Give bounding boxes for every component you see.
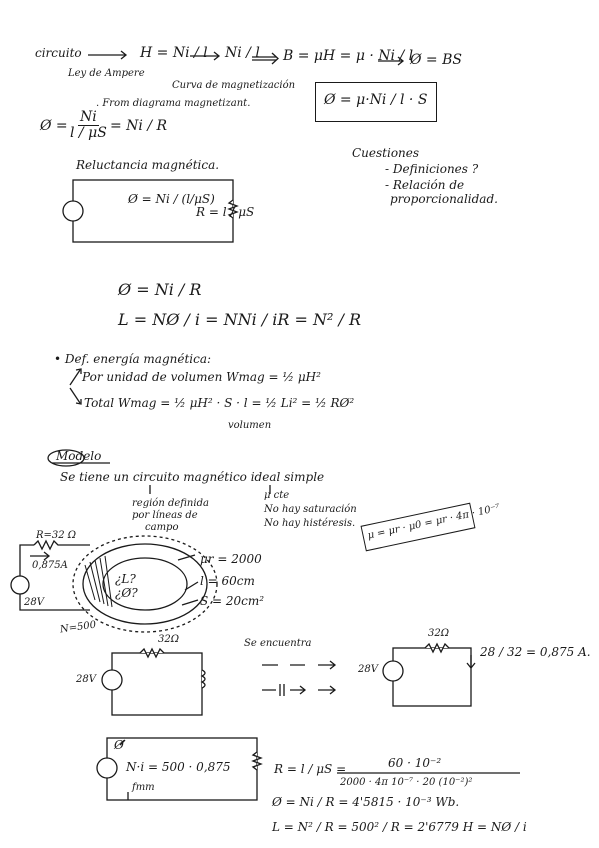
L-eq: L = NØ / i = NNi / iR = N² / R xyxy=(118,310,362,329)
eq-phi: Ø = BS xyxy=(410,52,462,68)
mu-const: μ cte xyxy=(264,490,290,501)
boxed-formula-text: Ø = μ·Ni / l · S xyxy=(324,92,428,108)
equiv-V-right: 28V xyxy=(358,664,378,675)
ley-ampere: Ley de Ampere xyxy=(68,68,145,79)
calc-phi-result: Ø = Ni / R = 4'5815 · 10⁻³ Wb. xyxy=(272,795,460,809)
question-2: - Relación de xyxy=(385,178,465,192)
toroid-mu-r: μr = 2000 xyxy=(200,552,262,566)
no-hysteresis: No hay histéresis. xyxy=(264,518,356,529)
phi-lhs: Ø = xyxy=(40,118,68,134)
reluctancia-label: Reluctancia magnética. xyxy=(76,158,220,172)
curva-label: Curva de magnetización xyxy=(172,80,296,91)
region-3: campo xyxy=(145,522,179,533)
toroid-V: 28V xyxy=(24,597,44,608)
energy-per-volume: Por unidad de volumen Wmag = ½ μH² xyxy=(82,370,321,384)
phi-rhs: = Ni / R xyxy=(110,118,168,134)
toroid-I: 0,875A xyxy=(32,560,68,571)
question-3: proporcionalidad. xyxy=(390,192,498,206)
no-saturation: No hay saturación xyxy=(264,504,357,515)
calc-L-result: L = N² / R = 500² / R = 2'6779 H = NØ / … xyxy=(272,820,527,834)
calc-fmm: fmm xyxy=(132,782,155,793)
circuito-label: circuito xyxy=(35,46,82,60)
calc-R-den: 2000 · 4π 10⁻⁷ · 20 (10⁻²)² xyxy=(340,777,473,788)
question-1: - Definiciones ? xyxy=(385,162,479,176)
phi-fraction: Ni l / μS xyxy=(70,110,107,140)
calc-R-num: 60 · 10⁻² xyxy=(388,756,442,770)
circuit-R: R = l / μS xyxy=(196,205,255,219)
encuentra-label: Se encuentra xyxy=(244,638,312,649)
equiv-R-left: 32Ω xyxy=(158,634,180,645)
calc-Ni: N·i = 500 · 0,875 xyxy=(126,760,231,774)
volumen-label: volumen xyxy=(228,420,272,431)
toroid-R: R=32 Ω xyxy=(36,530,77,541)
modelo-label: Modelo xyxy=(56,449,102,463)
toroid-q-L: ¿L? xyxy=(115,572,136,586)
region-2: por líneas de xyxy=(132,510,198,521)
phi-eq: Ø = Ni / R xyxy=(118,280,202,299)
equiv-R-right: 32Ω xyxy=(428,628,450,639)
eq-B: B = μH = μ · Ni / l xyxy=(283,48,414,64)
toroid-length: l = 60cm xyxy=(200,574,255,588)
toroid-q-phi: ¿Ø? xyxy=(115,586,138,600)
toroid-area: S = 20cm² xyxy=(200,594,265,608)
equiv-current: 28 / 32 = 0,875 A. xyxy=(480,645,591,659)
energy-total: Total Wmag = ½ μH² · S · l = ½ Li² = ½ R… xyxy=(84,396,355,410)
questions-title: Cuestiones xyxy=(352,146,420,160)
eq-H: H = Ni / l xyxy=(140,45,208,61)
phi-den: l / μS xyxy=(70,124,107,141)
calc-phi-symbol: Ø xyxy=(114,738,124,752)
equiv-V-left: 28V xyxy=(76,674,96,685)
energy-title: • Def. energía magnética: xyxy=(54,352,212,366)
boxed-formula: Ø = μ·Ni / l · S xyxy=(315,82,437,122)
circuit-phi: Ø = Ni / (l/μS) xyxy=(128,192,215,206)
from-diagram: . From diagrama magnetizant. xyxy=(96,98,251,109)
region-1: región definida xyxy=(132,498,209,509)
calc-R-eq: R = l / μS = xyxy=(274,762,347,776)
phi-num: Ni xyxy=(78,109,99,126)
arrow-Ni: Ni / l xyxy=(225,45,260,61)
model-sentence: Se tiene un circuito magnético ideal sim… xyxy=(60,470,325,484)
